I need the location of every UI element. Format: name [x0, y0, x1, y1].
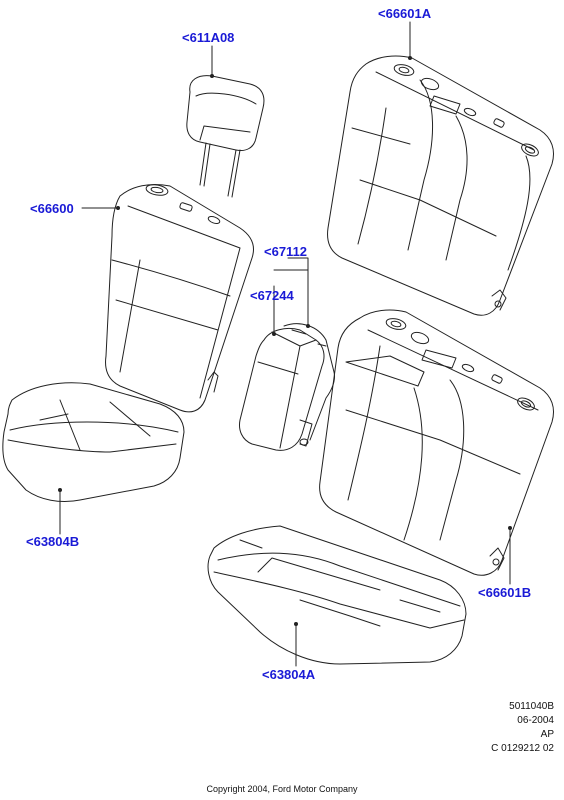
leader-dot [306, 324, 310, 328]
right-backrest-bottom-drawing [320, 310, 554, 575]
leader-dot [116, 206, 120, 210]
reference-number: 5011040B [509, 701, 554, 712]
catalog-number: C 0129212 02 [491, 743, 554, 754]
leader-dot [508, 526, 512, 530]
callout-right-backrest-top[interactable]: <66601A [378, 6, 432, 21]
callout-armrest-a[interactable]: <67112 [264, 244, 307, 259]
callout-headrest[interactable]: <611A08 [182, 30, 234, 45]
leader-lines [59, 21, 511, 667]
headrest-drawing [187, 76, 264, 197]
callout-left-backrest[interactable]: <66600 [30, 201, 74, 216]
callout-left-cushion[interactable]: <63804B [26, 534, 79, 549]
leader-dot [408, 56, 412, 60]
region-code: AP [540, 729, 554, 740]
diagram-info-block: 5011040B 06-2004 AP C 0129212 02 [491, 700, 554, 756]
leader-dot [294, 622, 298, 626]
copyright-notice: Copyright 2004, Ford Motor Company [206, 784, 358, 794]
callout-right-cushion[interactable]: <63804A [262, 667, 316, 682]
left-cushion-drawing [3, 383, 184, 502]
leader-armrest-a [287, 257, 309, 327]
leader-dots [58, 56, 512, 626]
right-cushion-drawing [208, 526, 466, 664]
callout-armrest-b[interactable]: <67244 [250, 288, 295, 303]
callout-right-backrest-bottom[interactable]: <66601B [478, 585, 531, 600]
diagram-date: 06-2004 [517, 715, 554, 726]
leader-dot [210, 74, 214, 78]
leader-dot [58, 488, 62, 492]
armrest-drawing [240, 324, 335, 451]
right-backrest-top-drawing [328, 56, 554, 315]
left-backrest-drawing [106, 183, 254, 412]
leader-dot [272, 332, 276, 336]
